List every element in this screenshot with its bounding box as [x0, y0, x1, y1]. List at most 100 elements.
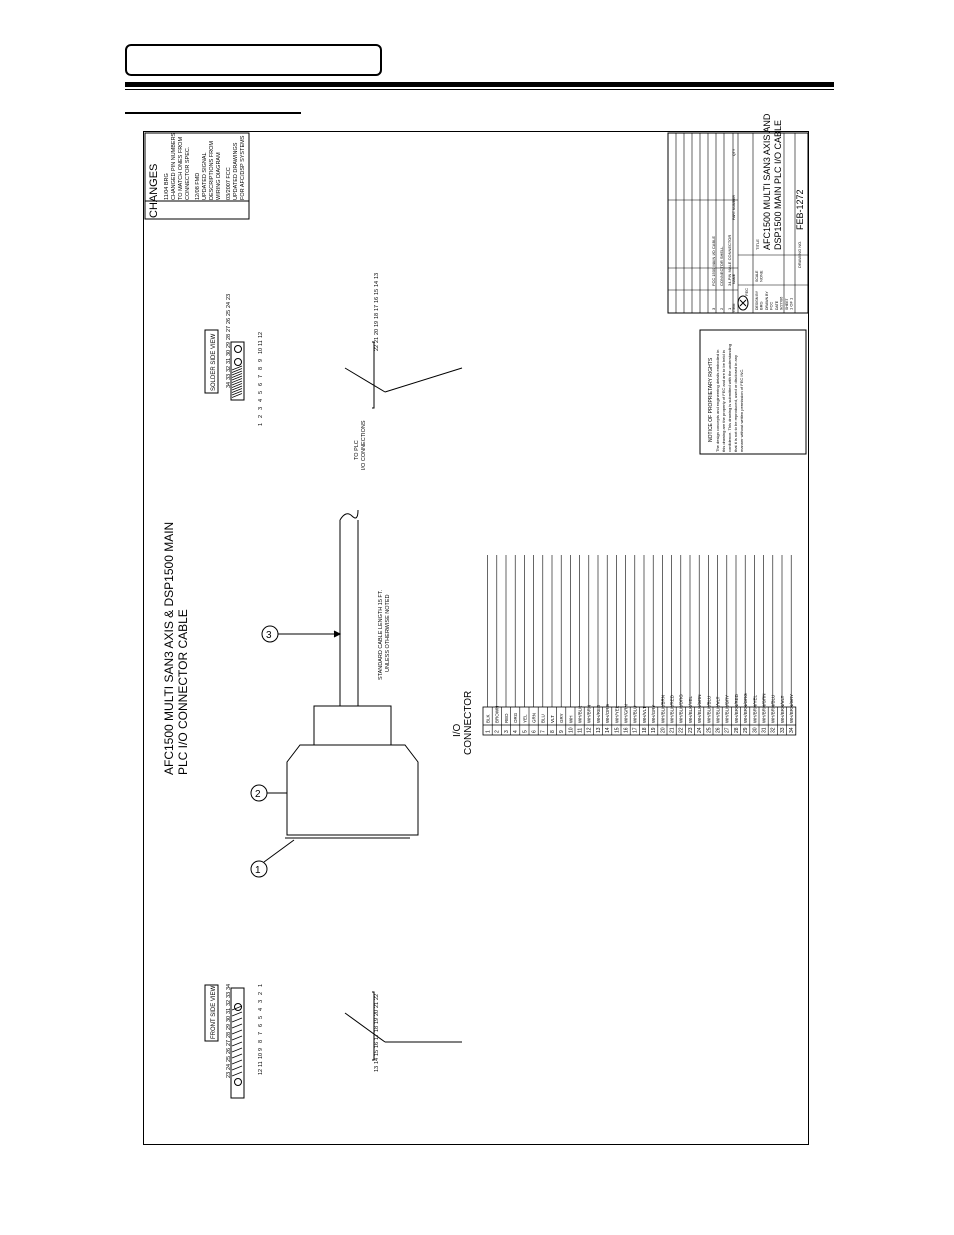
pinout-pin-number: 11: [578, 728, 584, 733]
pin-number-label: 32: [226, 1000, 232, 1006]
pin-number-label: 3: [258, 407, 264, 410]
pinout-pin-number: 4: [513, 730, 519, 733]
pinout-wire-color: WH/RED: [596, 704, 601, 723]
pin-number-label: 12: [258, 332, 264, 338]
pinout-pin-number: 29: [743, 727, 749, 733]
bom-item-name: CONNECTOR SHELL: [719, 246, 724, 286]
pinout-wire-color: WH/BLK/GRN: [697, 694, 702, 723]
bom-item-number: 2: [719, 307, 724, 310]
bom-header-part: PART NUMBER: [732, 194, 736, 220]
pin-number-label: 1: [258, 423, 264, 426]
cable-note-line1: STANDARD CABLE LENGTH 15 FT.: [378, 589, 384, 680]
pinout-pin-number: 3: [504, 730, 510, 733]
connector-pin-mark: [231, 1071, 243, 1077]
pinout-pin-number: 26: [716, 727, 722, 733]
pin-number-label: 14: [374, 1058, 380, 1064]
pinout-pin-number: 17: [633, 727, 639, 733]
pin-number-label: 25: [226, 310, 232, 316]
connector-pin-mark: [231, 1005, 243, 1011]
pinout-pin-number: 1: [486, 730, 492, 733]
drawing-title-line1: AFC1500 MULTI SAN3 AXIS & DSP1500 MAIN: [162, 522, 176, 775]
change-entry-line: 12/08 FMD: [195, 173, 201, 200]
change-entry-line: 11/04 BRG: [164, 173, 170, 200]
proprietary-notice: NOTICE OF PROPRIETARY RIGHTS The design …: [699, 329, 807, 455]
pinout-wire-color: RED: [504, 713, 509, 723]
pinout-pin-number: 15: [614, 727, 620, 733]
pinout-wire-color: WH/BRN/VLT: [780, 695, 785, 723]
pinout-wire-color: BLU: [541, 714, 546, 723]
notice-line: confidence. This drawing is submitted wi…: [727, 344, 732, 452]
bom-item-number: 3: [711, 307, 716, 310]
connector-pin-mark: [231, 1023, 243, 1029]
header-short-rule: [125, 112, 301, 114]
info-label: DRAWN BY: [765, 291, 769, 310]
pin-number-label: 6: [258, 1024, 264, 1027]
pinout-wire-color: BLK: [486, 714, 491, 723]
pin-number-label: 17: [374, 1034, 380, 1040]
pin-number-label: 9: [258, 1048, 264, 1051]
pinout-pin-number: 33: [780, 727, 786, 733]
pin-number-label: 18: [374, 313, 380, 319]
pinout-pin-number: 23: [688, 727, 694, 733]
bom-header-name: NAME: [732, 273, 736, 284]
section-header-box: [125, 44, 382, 76]
front-view-label: FRONT SIDE VIEW: [211, 985, 217, 1039]
pin-number-label: 12: [258, 1069, 264, 1075]
connector-pin-mark: [231, 365, 243, 371]
connector-pin-mark: [231, 393, 243, 398]
pin-number-label: 4: [258, 1008, 264, 1011]
pinout-pin-number: 34: [789, 727, 795, 733]
pinout-pin-number: 8: [550, 730, 556, 733]
pinout-pin-number: 25: [706, 727, 712, 733]
connector-pin-mark: [231, 1047, 243, 1053]
pin-number-label: 19: [374, 1018, 380, 1024]
pin-number-label: 18: [374, 1026, 380, 1032]
pinout-wire-color: WH/BLK/YEL: [688, 695, 693, 723]
change-entry-line: CONNECTOR SPEC.: [185, 146, 191, 200]
pinout-wire-color: GRY: [559, 713, 564, 723]
scale-value: NONE: [759, 270, 764, 282]
pinout-wire-color: WH/BLK/RED: [670, 694, 675, 723]
header-rule-thick: [125, 82, 834, 87]
notice-line: this drawing are the property of FEC and…: [721, 350, 726, 452]
pinout-wire-color: WH/ORG: [605, 704, 610, 723]
pinout-wire-color: WH/YEL: [614, 705, 619, 723]
pin-number-label: 23: [226, 294, 232, 300]
balloon-3: 3: [266, 630, 272, 641]
pin-number-label: 8: [258, 1040, 264, 1043]
pinout-wire-color: WH/BLU: [633, 705, 638, 723]
pin-number-label: 2: [258, 415, 264, 418]
pin-number-label: 19: [374, 321, 380, 327]
connector-pin-mark: [231, 1041, 243, 1047]
pinout-pin-number: 14: [605, 727, 611, 733]
pinout-pin-number: 21: [670, 727, 676, 733]
pin-number-label: 25: [226, 1056, 232, 1062]
connector-pin-mark: [231, 390, 243, 396]
bom-item-name: 34-PIN MALE CONNECTOR: [727, 235, 732, 286]
connector-assembly: 1 2 3 STANDARD CABLE LENGTH 15 FT. UNLES…: [250, 420, 419, 878]
pin-number-label: 5: [258, 391, 264, 394]
pin-number-label: 22: [374, 345, 380, 351]
drawing-title-line2: PLC I/O CONNECTOR CABLE: [176, 609, 190, 775]
balloon-1: 1: [255, 865, 261, 876]
connector-pin-mark: [231, 1059, 243, 1065]
pinout-pin-number: 9: [559, 730, 565, 733]
cable-note-line2: UNLESS OTHERWISE NOTED: [385, 594, 391, 672]
pin-number-label: 29: [226, 342, 232, 348]
change-entry-line: 03/2007 FCC: [226, 167, 232, 200]
change-entry-line: UPDATED SIGNAL: [202, 152, 208, 200]
pin-number-label: 30: [226, 350, 232, 356]
pinout-wire-color: YEL: [522, 714, 527, 723]
io-connector-table: I/O CONNECTOR 1BLK2BROWN3RED4ORG5YEL6GRN…: [452, 555, 797, 755]
pinout-wire-color: ORG: [513, 712, 518, 723]
pin-number-label: 8: [258, 367, 264, 370]
bom-header-item: ITEM: [732, 304, 736, 312]
change-entry-line: WIRING DIAGRAM: [216, 152, 222, 200]
pinout-pin-number: 16: [624, 727, 630, 733]
pin-number-label: 31: [226, 358, 232, 364]
pin-number-label: 23: [226, 1072, 232, 1078]
drawing-number: FEB-1272: [795, 189, 805, 230]
pin-number-label: 10: [258, 348, 264, 354]
pin-number-label: 26: [226, 1048, 232, 1054]
